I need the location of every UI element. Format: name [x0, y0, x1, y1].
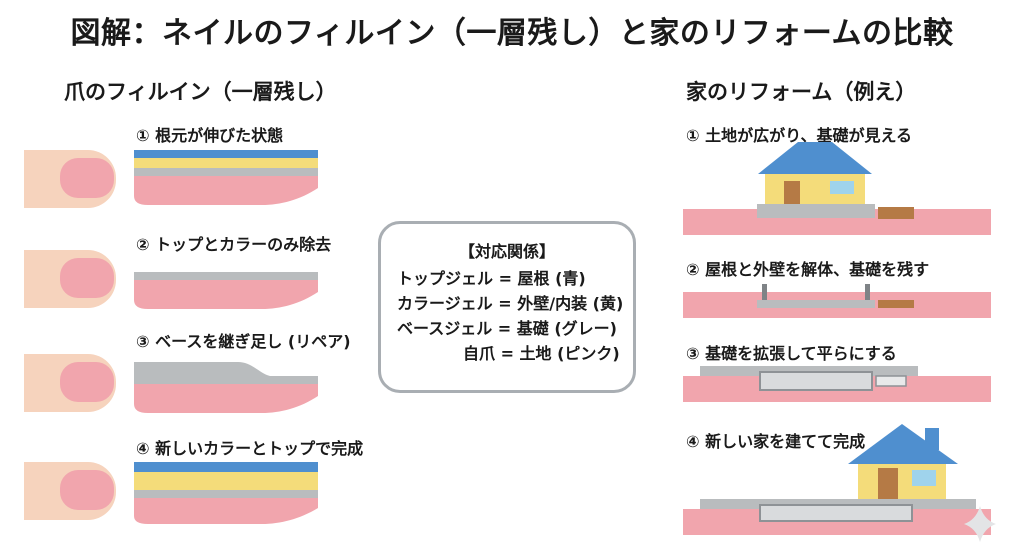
- nail-section-heading: 爪のフィルイン（一層残し）: [64, 80, 337, 104]
- top-gel-layer: [134, 462, 318, 472]
- house-section-heading: 家のリフォーム（例え）: [686, 80, 917, 104]
- natural-nail-layer: [134, 280, 318, 309]
- house-step-2-illustration: [683, 284, 991, 318]
- color-gel-layer: [134, 472, 318, 490]
- natural-nail-layer: [134, 176, 318, 205]
- house-step-1-label: ① 土地が広がり、基礎が見える: [686, 126, 912, 145]
- nail-step-2-label: ② トップとカラーのみ除去: [136, 235, 332, 254]
- remaining-foundation: [757, 284, 875, 308]
- old-house-icon: [757, 142, 875, 218]
- house-step-4-label: ④ 新しい家を建てて完成: [686, 432, 866, 451]
- finger-illustration: [24, 250, 116, 308]
- top-gel-layer: [134, 150, 318, 158]
- correspondence-line-color: カラージェル = 外壁/内装 (黄): [397, 294, 624, 313]
- correspondence-line-base: ベースジェル = 基礎 (グレー): [397, 319, 617, 338]
- house-step-4-illustration: [683, 424, 991, 535]
- finger-illustration: [24, 354, 116, 412]
- correspondence-panel: 【対応関係】 トップジェル = 屋根 (青) カラージェル = 外壁/内装 (黄…: [378, 221, 636, 393]
- old-foundation: [759, 371, 873, 391]
- base-gel-layer: [134, 272, 318, 280]
- house-step-3-label: ③ 基礎を拡張して平らにする: [686, 344, 897, 363]
- finger-illustration: [24, 150, 116, 208]
- nail-step-2-illustration: [24, 250, 318, 309]
- natural-nail-layer: [134, 498, 318, 524]
- color-gel-layer: [134, 158, 318, 168]
- nail-step-4-illustration: [24, 462, 318, 524]
- new-house-icon: [848, 424, 958, 499]
- old-foundation: [759, 504, 913, 522]
- correspondence-heading: 【対応関係】: [458, 242, 555, 261]
- nail-step-4-label: ④ 新しいカラーとトップで完成: [136, 439, 364, 458]
- finger-illustration: [24, 462, 116, 520]
- soil-patch: [878, 300, 914, 308]
- nail-step-3-label: ③ ベースを継ぎ足し (リペア): [136, 332, 351, 351]
- nail-step-1-label: ① 根元が伸びた状態: [136, 126, 284, 145]
- base-gel-layer: [134, 362, 318, 384]
- soil-patch: [878, 207, 914, 219]
- natural-nail-layer: [134, 384, 318, 413]
- house-step-2-label: ② 屋根と外壁を解体、基礎を残す: [686, 260, 930, 279]
- base-gel-layer: [134, 168, 318, 176]
- house-step-3-illustration: [683, 366, 991, 402]
- sparkle-icon: [964, 506, 996, 542]
- correspondence-line-natural: 自爪 = 土地 (ピンク): [463, 344, 620, 363]
- base-gel-layer: [134, 490, 318, 498]
- house-step-1-illustration: [683, 142, 991, 235]
- extension-fill: [875, 375, 907, 387]
- nail-step-3-illustration: [24, 354, 318, 413]
- page-title: 図解：ネイルのフィルイン（一層残し）と家のリフォームの比較: [70, 16, 954, 51]
- nail-step-1-illustration: [24, 150, 318, 208]
- correspondence-line-top: トップジェル = 屋根 (青): [397, 269, 586, 288]
